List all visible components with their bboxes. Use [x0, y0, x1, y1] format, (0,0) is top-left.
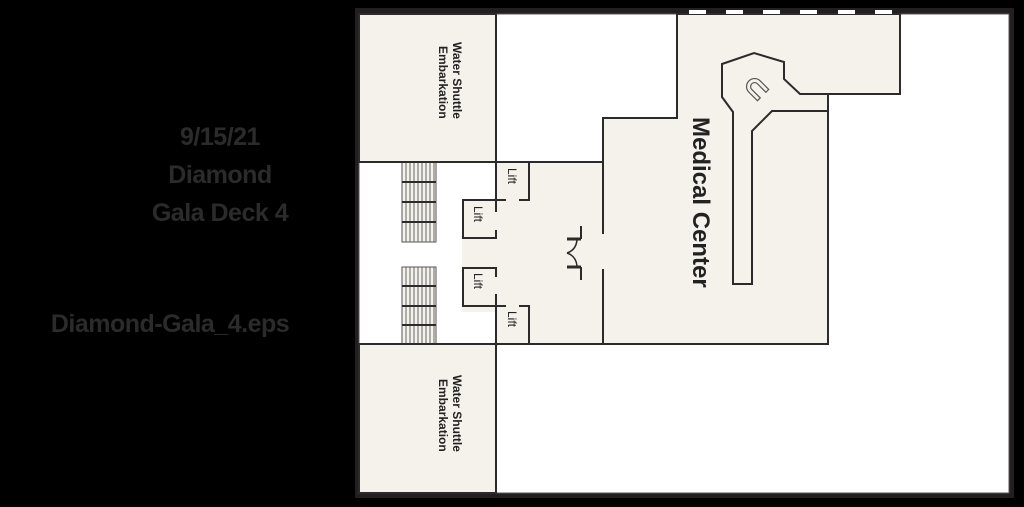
deck-name-label: Gala Deck 4 [151, 199, 289, 227]
lift-lobby-extension [462, 200, 502, 312]
lift-2 [462, 199, 506, 239]
water-shuttle-bottom-label-2: Embarkation [436, 379, 450, 452]
magnet-u-icon [746, 78, 770, 102]
deck-title-block: 9/15/21 Diamond Gala Deck 4 [120, 118, 320, 232]
medical-counter [721, 51, 829, 285]
deck-edge-markers [689, 10, 892, 14]
lift-3 [462, 267, 506, 307]
lift-1 [495, 161, 530, 201]
ship-name-label: Diamond [168, 161, 272, 189]
water-shuttle-top-label-1: Water Shuttle [450, 42, 464, 119]
doorway-gap [601, 234, 605, 269]
lift-label: Lift [505, 311, 519, 328]
water-shuttle-bottom-label-1: Water Shuttle [450, 375, 464, 452]
stairs [401, 161, 437, 345]
lift-label: Lift [471, 273, 485, 290]
lift-label: Lift [505, 168, 519, 185]
lift-label: Lift [471, 206, 485, 223]
water-shuttle-top-label-2: Embarkation [436, 46, 450, 119]
date-label: 9/15/21 [180, 123, 260, 151]
water-shuttle-room-top[interactable] [358, 13, 497, 163]
lift-4 [495, 305, 530, 344]
medical-center-label: Medical Center [687, 117, 714, 288]
water-shuttle-room-bottom[interactable] [358, 343, 497, 494]
file-name-label: Diamond-Gala_4.eps [50, 310, 290, 338]
door-icon [566, 226, 582, 280]
